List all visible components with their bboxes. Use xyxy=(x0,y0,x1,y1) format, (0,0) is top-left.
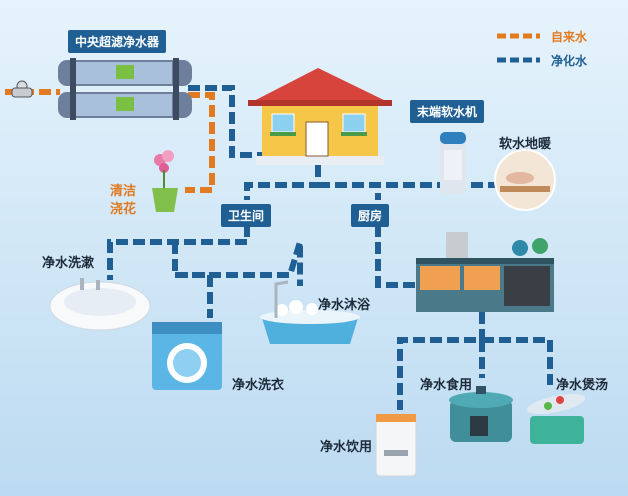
water-dispenser-icon xyxy=(375,413,417,477)
laundry-label: 净水洗衣 xyxy=(232,378,285,393)
legend-purified-label: 净化水 xyxy=(551,54,588,68)
purified-water-pipes xyxy=(107,85,553,410)
wash-face-label: 净水洗漱 xyxy=(42,256,95,271)
wash-basin-icon xyxy=(49,278,151,331)
bathroom-label: 卫生间 xyxy=(221,204,272,227)
central-purifier-icon xyxy=(58,58,192,120)
central-purifier-label: 中央超滤净水器 xyxy=(68,30,167,53)
inlet-valve-icon xyxy=(11,80,33,98)
house-icon xyxy=(248,68,392,165)
drinking-label: 净水饮用 xyxy=(320,440,373,455)
soup-label: 净水煲汤 xyxy=(556,378,609,393)
bath-label: 净水沐浴 xyxy=(318,298,371,313)
washing-machine-icon xyxy=(152,322,222,390)
kitchen-label: 厨房 xyxy=(351,204,390,227)
bathtub-icon xyxy=(260,280,360,344)
floor-heating-label: 软水地暖 xyxy=(499,137,552,152)
floor-heating-icon xyxy=(494,149,556,211)
kitchen-counter-icon xyxy=(416,232,554,312)
water-softener-icon xyxy=(440,132,466,194)
legend-tap-label: 自来水 xyxy=(551,30,588,44)
water-flowers-label: 浇花 xyxy=(110,202,137,217)
clean-label: 清洁 xyxy=(110,184,137,199)
cooking-label: 净水食用 xyxy=(420,378,473,393)
terminal-softener-label: 末端软水机 xyxy=(410,100,485,123)
flower-pot-icon xyxy=(152,150,178,212)
soup-pot-icon xyxy=(526,393,586,444)
cooking-pot-icon xyxy=(449,386,513,442)
